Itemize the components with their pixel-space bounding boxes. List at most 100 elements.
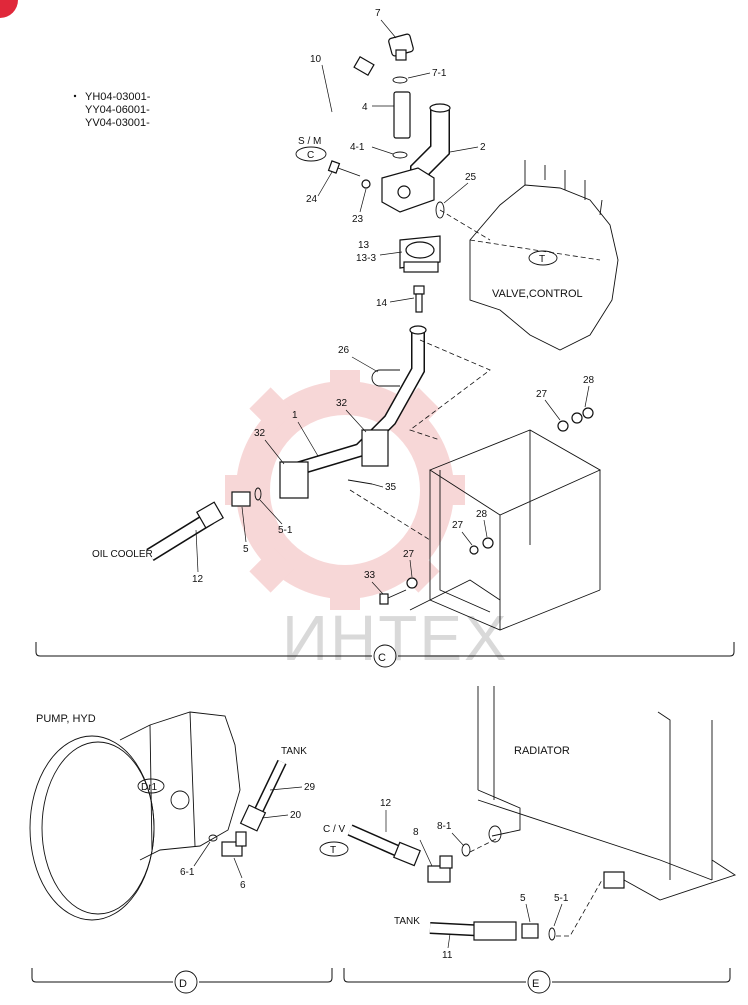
sm-ref-label: C xyxy=(307,150,314,161)
section-e-marker xyxy=(527,970,551,994)
washer-27-top-icon xyxy=(557,420,569,432)
mounting-frame-outline xyxy=(349,339,601,631)
hose-12-oil-cooler-icon xyxy=(146,501,224,561)
callout-27-top: 27 xyxy=(536,389,548,400)
callout-25: 25 xyxy=(465,172,477,183)
valve-ref-label: T xyxy=(539,254,545,265)
sm-label: S / M xyxy=(298,136,321,147)
callout-28-top: 28 xyxy=(583,375,595,386)
serial-list: YH04-03001- YY04-06001- YV04-03001- xyxy=(73,91,151,129)
serial-1: YH04-03001- xyxy=(85,91,151,103)
nut-28-top-a-icon xyxy=(571,412,583,424)
adapter-5-radiator-icon xyxy=(521,923,539,939)
callout-7-1: 7-1 xyxy=(432,68,447,79)
callout-35: 35 xyxy=(385,482,397,493)
u-bolt-26-icon xyxy=(371,369,400,387)
callout-27-mid: 27 xyxy=(452,520,464,531)
callout-23: 23 xyxy=(352,214,364,225)
corner-badge-icon xyxy=(0,0,18,18)
callout-28-mid: 28 xyxy=(476,509,488,520)
adapter-5-icon xyxy=(231,491,251,507)
callout-6: 6 xyxy=(240,880,246,891)
callout-10: 10 xyxy=(310,54,322,65)
callout-7: 7 xyxy=(375,8,381,19)
hose-11-icon xyxy=(429,921,517,941)
fitting-20-icon xyxy=(239,804,267,832)
o-ring-5-1-radiator-icon xyxy=(548,927,556,941)
flange-13-icon xyxy=(399,235,441,273)
callout-32-upper: 32 xyxy=(336,398,348,409)
section-e: RADIATOR C / V T TANK 12 8-1 8 5 xyxy=(319,686,737,994)
section-c: S / M C VALVE,CONTROL T OIL COOLER 7 7-1… xyxy=(35,8,735,668)
callout-6-1: 6-1 xyxy=(180,867,195,878)
washer-23-icon xyxy=(361,179,371,189)
callout-5-e: 5 xyxy=(520,893,526,904)
section-d-marker xyxy=(174,970,198,994)
washer-27-mid-icon xyxy=(469,545,479,555)
callout-11: 11 xyxy=(442,950,453,961)
watermark-text: ИНТЕХ xyxy=(282,602,509,674)
clamp-32-lower-icon xyxy=(279,461,309,499)
callout-5-1: 5-1 xyxy=(278,525,293,536)
pump-ref-label: Dr1 xyxy=(141,782,158,793)
manifold-block-icon xyxy=(381,167,435,213)
callout-2: 2 xyxy=(480,142,486,153)
o-ring-6-1-icon xyxy=(208,834,218,842)
hose-12-radiator-icon xyxy=(347,824,421,867)
oil-cooler-label: OIL COOLER xyxy=(92,549,153,560)
section-c-marker xyxy=(373,644,397,668)
callout-24: 24 xyxy=(306,194,318,205)
callout-26: 26 xyxy=(338,345,350,356)
o-ring-25-icon xyxy=(435,201,445,219)
washer-27-low-icon xyxy=(406,577,418,589)
radiator-outlet-fitting-icon xyxy=(603,871,625,889)
callout-12: 12 xyxy=(192,574,204,585)
nut-28-top-b-icon xyxy=(582,407,594,419)
section-e-marker-label: E xyxy=(532,978,539,990)
serial-3: YV04-03001- xyxy=(85,117,150,129)
o-ring-5-1-icon xyxy=(254,487,262,501)
elbow-6-icon xyxy=(221,831,247,857)
pump-hyd-label: PUMP, HYD xyxy=(36,713,96,725)
callout-1: 1 xyxy=(292,410,298,421)
callout-4: 4 xyxy=(362,102,368,113)
o-ring-4-1-icon xyxy=(392,151,408,159)
callout-8-1: 8-1 xyxy=(437,821,452,832)
radiator-outline xyxy=(477,686,737,901)
tank-label-e: TANK xyxy=(394,916,420,927)
nut-28-mid-icon xyxy=(482,537,494,549)
watermark-gear-icon xyxy=(225,370,465,610)
serial-2: YY04-06001- xyxy=(85,104,150,116)
bolt-33-icon xyxy=(379,589,407,605)
callout-4-1: 4-1 xyxy=(350,142,365,153)
elbow-fitting-7-icon xyxy=(388,33,414,61)
callout-33: 33 xyxy=(364,570,376,581)
tube-4-icon xyxy=(393,91,411,139)
clamp-32-upper-icon xyxy=(361,429,389,467)
callout-27-low: 27 xyxy=(403,549,415,560)
cv-ref-label: T xyxy=(330,845,336,856)
o-ring-8-1-icon xyxy=(461,843,471,857)
radiator-label: RADIATOR xyxy=(514,745,570,757)
callout-8: 8 xyxy=(413,827,419,838)
bolt-35-icon xyxy=(347,479,373,485)
callout-29: 29 xyxy=(304,782,316,793)
bolt-24-icon xyxy=(327,160,361,177)
hydraulic-pump-outline xyxy=(29,711,241,921)
o-ring-7-1-icon xyxy=(392,76,408,84)
tank-label-d: TANK xyxy=(281,746,307,757)
elbow-8-icon xyxy=(427,855,453,883)
callout-14: 14 xyxy=(376,298,388,309)
callout-13-3: 13-3 xyxy=(356,253,376,264)
section-d: Dr1 PUMP, HYD TANK 29 20 6-1 6 D xyxy=(29,711,333,994)
hose-10-icon xyxy=(316,55,375,152)
callout-5-1-e: 5-1 xyxy=(554,893,569,904)
callout-20: 20 xyxy=(290,810,302,821)
section-d-marker-label: D xyxy=(179,978,187,990)
callout-12-e: 12 xyxy=(380,798,392,809)
cv-label: C / V xyxy=(323,824,346,835)
hose-29-icon xyxy=(253,759,287,815)
bolt-14-icon xyxy=(413,285,425,313)
